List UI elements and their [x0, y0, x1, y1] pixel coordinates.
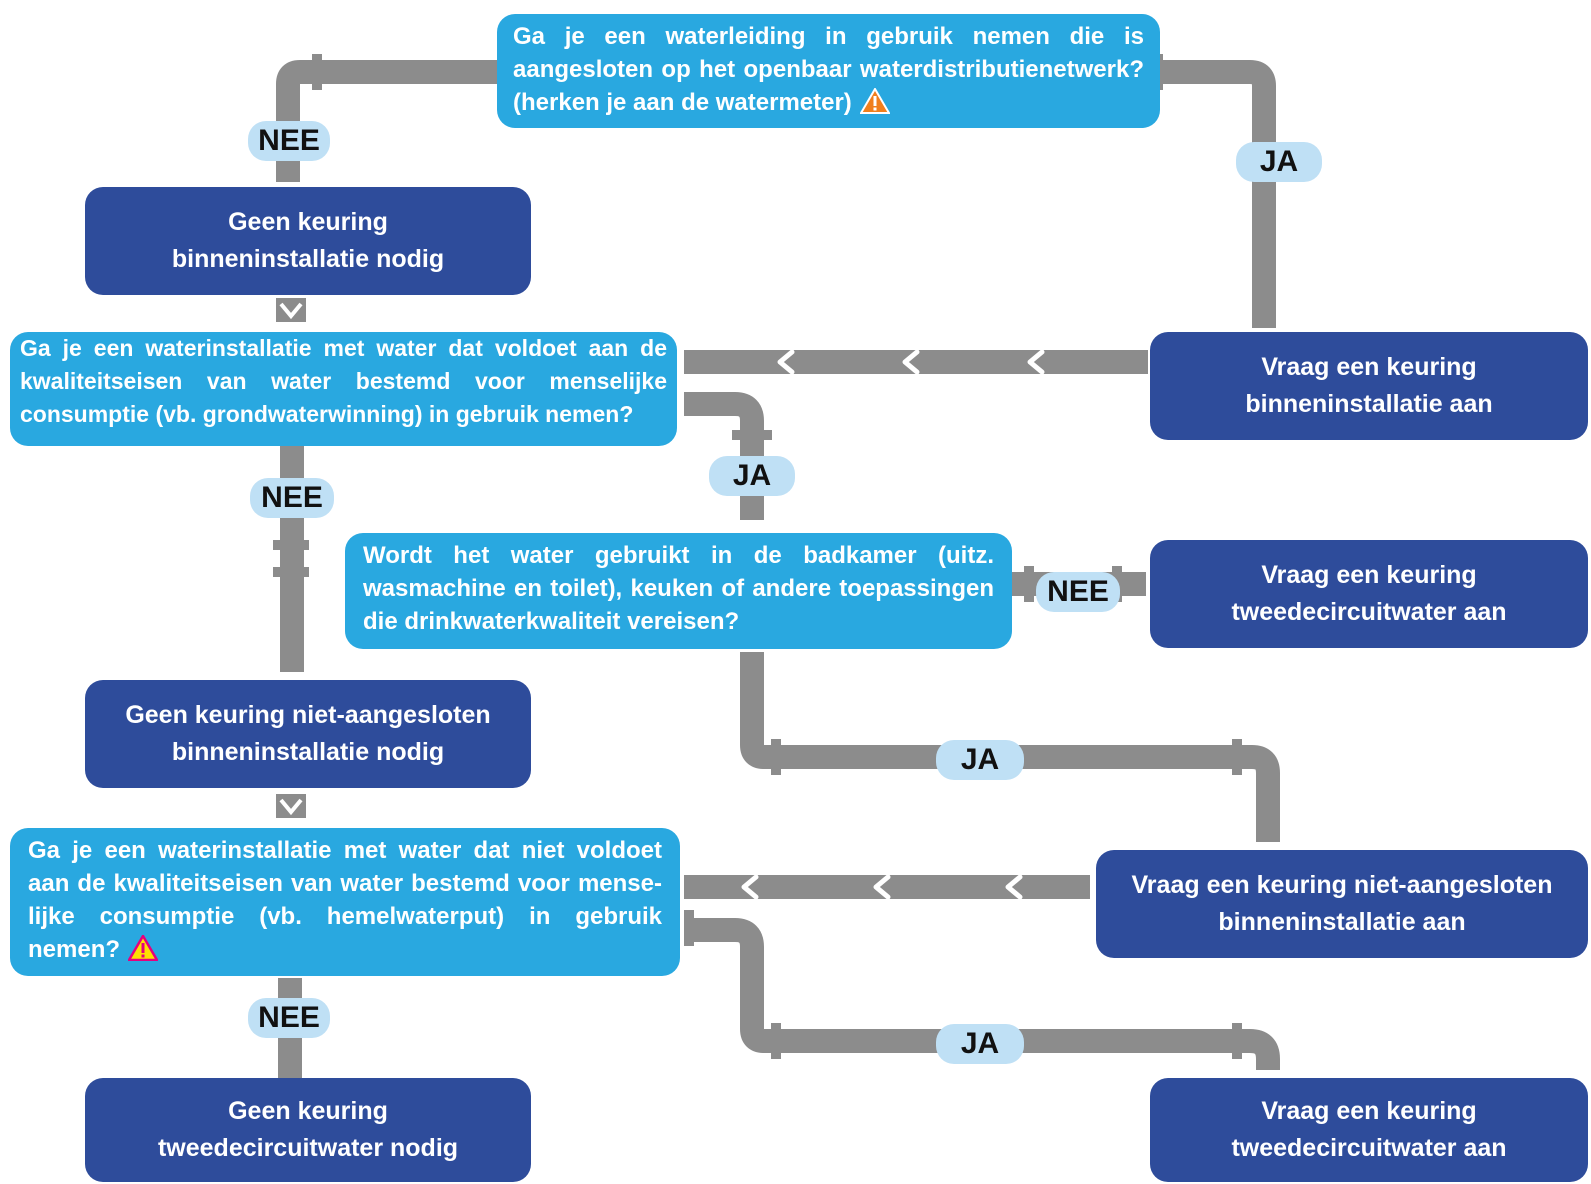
label-ja: JA	[709, 456, 795, 496]
pipe-joint	[732, 430, 772, 440]
label-ja: JA	[1236, 142, 1322, 182]
outcome-line: binneninstallatie nodig	[171, 245, 445, 273]
outcome-geen-keuring-binneninstallatie: Geen keuring binneninstallatie nodig	[85, 187, 531, 295]
outcome-line: Geen keuring	[228, 1097, 388, 1125]
pipe-q2-ja	[684, 392, 764, 520]
pipe-joint	[771, 739, 781, 775]
pipe-joint	[273, 540, 309, 550]
outcome-line: binneninstallatie aan	[1245, 390, 1493, 418]
outcome-line: Vraag een keuring	[1261, 353, 1477, 381]
question-grondwater: Ga je een waterinstallatie met water dat…	[10, 332, 677, 446]
pipe-q1-nee	[276, 60, 512, 182]
outcome-geen-keuring-niet-aangesloten: Geen keuring niet-aangesloten binneninsta…	[85, 680, 531, 788]
pipe-joint	[1232, 1023, 1242, 1059]
outcome-line: tweedecircuitwater nodig	[157, 1134, 459, 1162]
outcome-vraag-keuring-niet-aangesloten: Vraag een keuring niet-aangesloten binnen…	[1096, 850, 1588, 958]
pipe-joint	[1024, 566, 1034, 602]
outcome-line: Geen keuring niet-aangesloten	[125, 701, 491, 729]
question-text: Ga je een waterinstallatie met water dat…	[28, 837, 662, 963]
arrow-left-icon	[1005, 874, 1023, 900]
pipe-joint	[771, 1023, 781, 1059]
outcome-vraag-keuring-tweedecircuitwater-2: Vraag een keuring tweedecircuitwater aan	[1150, 1078, 1588, 1182]
pipe-q4-ja	[684, 918, 1280, 1071]
warning-triangle-icon	[128, 935, 159, 961]
outcome-line: Vraag een keuring	[1261, 561, 1477, 589]
label-nee: NEE	[250, 478, 334, 518]
label-nee: NEE	[1036, 572, 1120, 612]
question-hemelwater: Ga je een waterinstallatie met water dat…	[10, 828, 680, 976]
question-waterleiding: Ga je een waterleiding in gebruik nemen …	[497, 14, 1160, 128]
label-nee: NEE	[248, 121, 330, 161]
label-ja: JA	[936, 1024, 1024, 1064]
pipe-q1-ja	[1150, 60, 1276, 328]
outcome-line: tweedecircuitwater aan	[1231, 1134, 1507, 1162]
question-text: Ga je een waterinstallatie met water dat…	[20, 335, 667, 427]
question-text: Ga je een waterleiding in gebruik nemen …	[513, 23, 1144, 116]
outcome-geen-keuring-tweedecircuitwater: Geen keuring tweedecircuitwater nodig	[85, 1078, 531, 1182]
arrow-left-icon	[902, 349, 920, 375]
arrow-left-icon	[873, 874, 891, 900]
pipe-joint	[273, 567, 309, 577]
warning-triangle-icon	[859, 88, 890, 114]
outcome-line: Vraag een keuring	[1261, 1097, 1477, 1125]
arrow-left-icon	[777, 349, 795, 375]
outcome-line: Vraag een keuring niet-aangesloten	[1131, 871, 1553, 899]
label-ja: JA	[936, 740, 1024, 780]
outcome-line: binneninstallatie nodig	[171, 738, 445, 766]
question-text: Wordt het water gebruikt in de badkamer …	[363, 542, 994, 635]
outcome-vraag-keuring-binneninstallatie: Vraag een keuring binneninstallatie aan	[1150, 332, 1588, 440]
outcome-line: tweedecircuitwater aan	[1231, 598, 1507, 626]
arrow-left-icon	[1027, 349, 1045, 375]
question-drinkwater-gebruik: Wordt het water gebruikt in de badkamer …	[345, 533, 1012, 649]
pipe-joint	[312, 54, 322, 90]
pipe-joint	[1232, 739, 1242, 775]
outcome-line: Geen keuring	[228, 208, 388, 236]
outcome-vraag-keuring-tweedecircuitwater-1: Vraag een keuring tweedecircuitwater aan	[1150, 540, 1588, 648]
label-nee: NEE	[248, 998, 330, 1038]
arrow-left-icon	[741, 874, 759, 900]
outcome-line: binneninstallatie aan	[1218, 908, 1466, 936]
pipe-joint	[684, 910, 694, 946]
